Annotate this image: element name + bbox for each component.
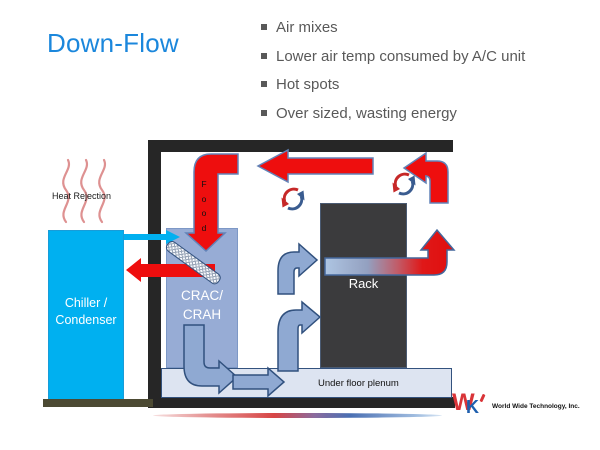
crac-label-line2: CRAH <box>182 307 222 322</box>
bullet-item: Lower air temp consumed by A/C unit <box>261 46 591 75</box>
server-rack-box <box>320 203 407 368</box>
hot-air-ceiling-arrow <box>256 148 374 184</box>
chiller-label: Chiller / Condenser <box>48 295 124 329</box>
crac-label: CRAC/ CRAH <box>166 286 238 324</box>
bullet-square-icon <box>261 52 267 59</box>
bullet-text: Lower air temp consumed by A/C unit <box>276 47 526 65</box>
wwt-logo-icon-k: K <box>466 397 479 417</box>
cold-air-rack-inlet-upper-arrow <box>277 242 319 295</box>
chiller-ground-strip <box>43 399 153 407</box>
rack-label: Rack <box>348 276 379 291</box>
bullet-text: Air mixes <box>276 19 338 36</box>
page-title: Down-Flow <box>47 28 179 58</box>
bullet-text: Hot spots <box>276 76 340 93</box>
chiller-condenser-box <box>48 230 124 400</box>
food-letter: o <box>201 208 207 218</box>
cold-air-crac-down-elbow-arrow <box>183 324 239 395</box>
bullet-square-icon <box>261 81 267 87</box>
cold-air-rack-inlet-lower-arrow <box>277 300 322 372</box>
logo-text: World Wide Technology, Inc. <box>492 403 580 410</box>
bullet-item: Over sized, wasting energy <box>261 103 591 132</box>
plenum-label: Under floor plenum <box>318 378 399 389</box>
room-wall-bottom <box>148 397 455 408</box>
chilled-water-supply-arrow <box>124 230 180 244</box>
rack-exhaust-gradient-arrow <box>324 228 456 276</box>
food-arrow-label: F o o d <box>196 177 212 235</box>
food-letter: F <box>201 179 207 189</box>
bullet-list: Air mixes Lower air temp consumed by A/C… <box>261 17 591 131</box>
bullet-item: Hot spots <box>261 74 591 103</box>
air-mixing-swirl-icon <box>281 187 305 211</box>
room-wall-top <box>148 140 453 152</box>
wwt-logo-icon: W <box>452 389 475 416</box>
hot-air-rise-elbow-arrow <box>402 151 449 204</box>
heat-rejection-label: Heat Rejection <box>52 191 112 201</box>
hot-air-down-arrow <box>184 153 239 253</box>
food-letter: d <box>201 222 207 233</box>
heat-waves-icon <box>62 158 107 224</box>
air-mixing-swirl-icon <box>392 172 416 196</box>
bullet-square-icon <box>261 24 267 30</box>
decorative-swoosh <box>153 413 442 418</box>
chiller-label-line1: Chiller / <box>64 296 108 310</box>
bullet-square-icon <box>261 109 267 116</box>
bullet-text: Over sized, wasting energy <box>276 104 457 122</box>
chiller-label-line2: Condenser <box>55 313 117 327</box>
crac-label-line1: CRAC/ <box>180 288 223 303</box>
bullet-item: Air mixes <box>261 17 591 46</box>
food-letter: o <box>201 193 207 204</box>
cold-air-plenum-arrow <box>232 366 286 398</box>
